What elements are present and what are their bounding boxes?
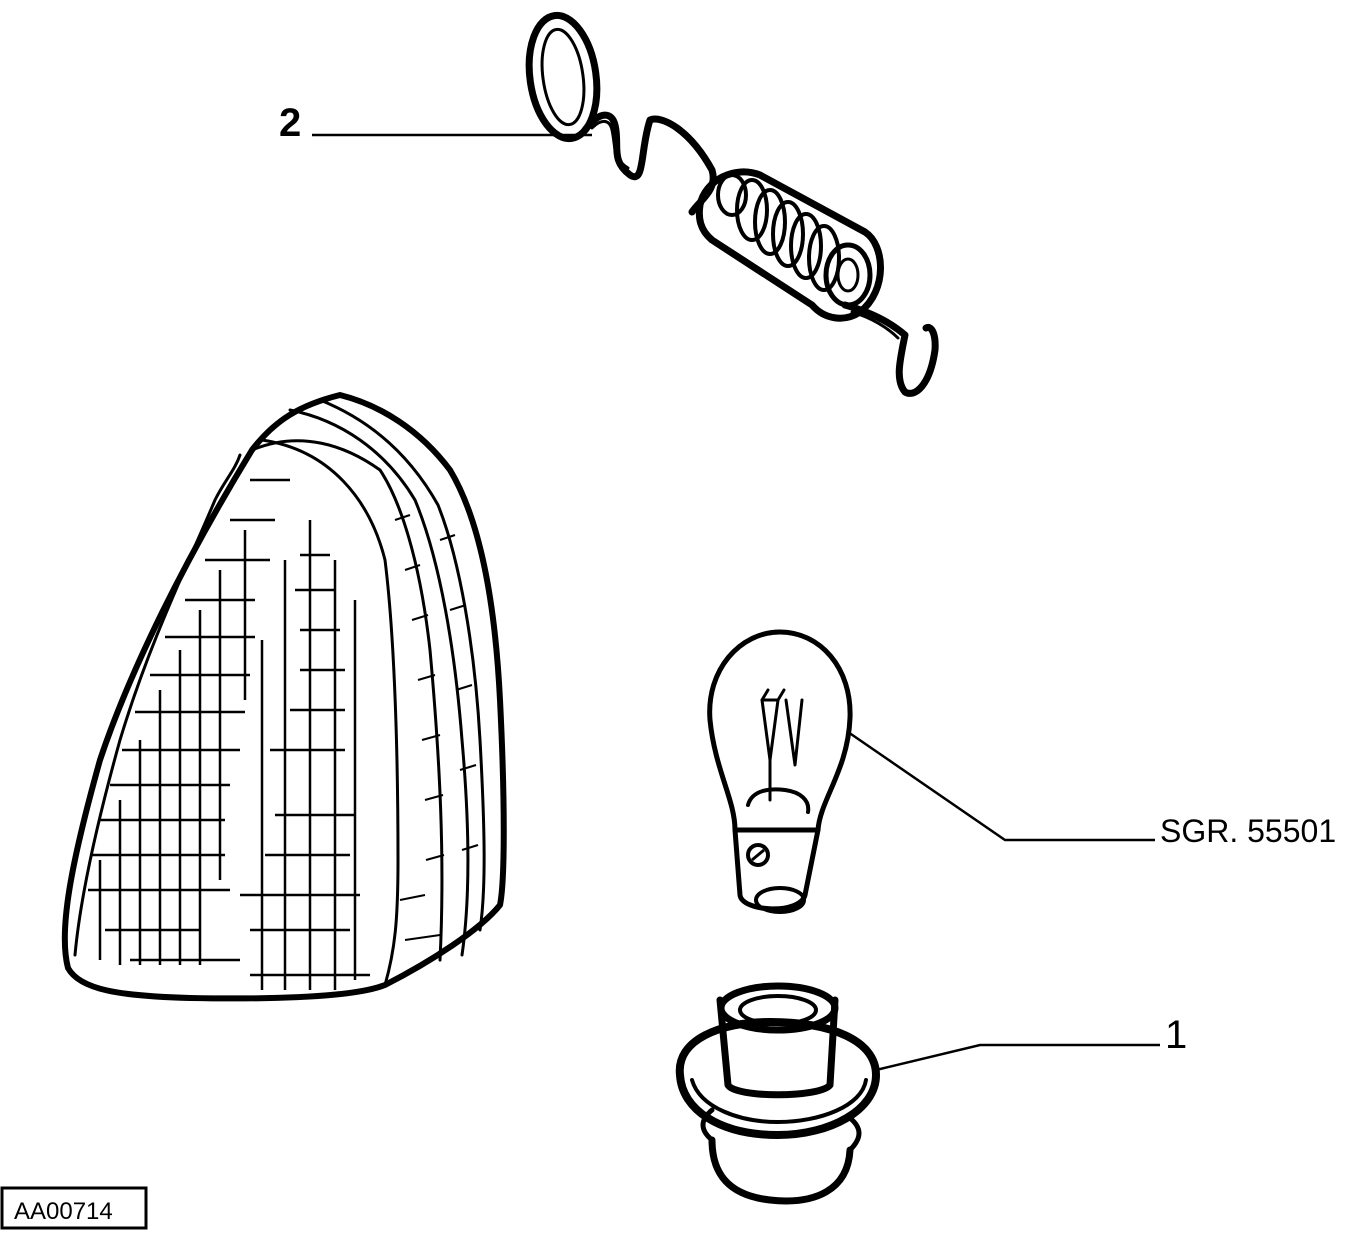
callout-1-leader	[875, 1043, 1160, 1072]
lens-edge-ribs	[394, 514, 479, 941]
callout-1-label: 1	[1165, 1013, 1187, 1057]
spring-part	[525, 11, 939, 397]
callout-2-label: 2	[279, 101, 301, 145]
bulb-leader	[847, 730, 1155, 842]
figure-code-box	[0, 1186, 148, 1230]
bulb-reference-label: SGR. 55501	[1160, 813, 1336, 849]
lens-part	[61, 392, 507, 1002]
spring-coil	[695, 168, 884, 322]
bulb-part	[707, 629, 853, 914]
bulb-holder-part	[675, 982, 880, 1205]
figure-code-label: AA00714	[14, 1198, 113, 1225]
lens-prism-grid	[88, 478, 370, 990]
